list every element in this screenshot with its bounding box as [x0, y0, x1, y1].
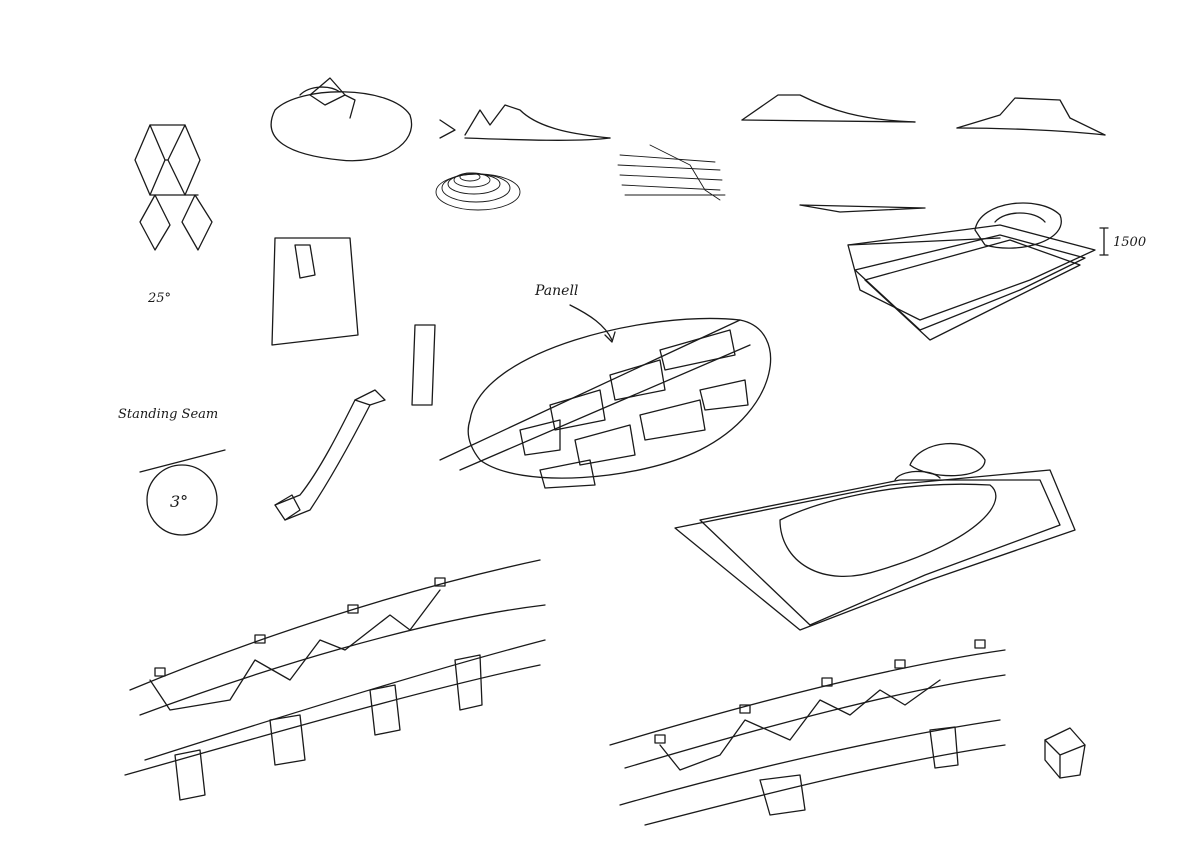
mountain-profile-2 [956, 97, 1106, 136]
panel-oval-sketch [439, 317, 772, 489]
panel-arrow-icon [569, 304, 616, 343]
cube-sketch [1044, 727, 1086, 779]
height-dimension-icon [1099, 227, 1109, 256]
height-label-1500: 1500 [1113, 235, 1146, 250]
panel-card-sketch [271, 237, 359, 346]
panel-note-label: Panell [534, 283, 578, 299]
seam-disc-sketch [139, 449, 226, 536]
angle-label-3: 3° [170, 492, 188, 511]
ridge-profile-sketch [439, 104, 611, 141]
mountain-profile-1 [741, 94, 916, 123]
terrace-contours-sketch [435, 172, 521, 211]
large-plate-sketch [674, 442, 1076, 631]
mound-sketch [270, 77, 413, 162]
angle-label-25: 25° [147, 291, 171, 306]
vertical-panel-sketch [411, 324, 436, 406]
truss-bridge-right [609, 639, 1006, 826]
seam-note-label: Standing Seam [118, 407, 218, 422]
plate-mound-sketch [847, 202, 1096, 341]
diamond-grid-sketch [134, 124, 213, 251]
flat-wedge-sketch [799, 204, 926, 213]
truss-bridge-left [124, 559, 546, 801]
seam-profile-sketch [274, 389, 386, 521]
layered-section-sketch [617, 144, 726, 201]
